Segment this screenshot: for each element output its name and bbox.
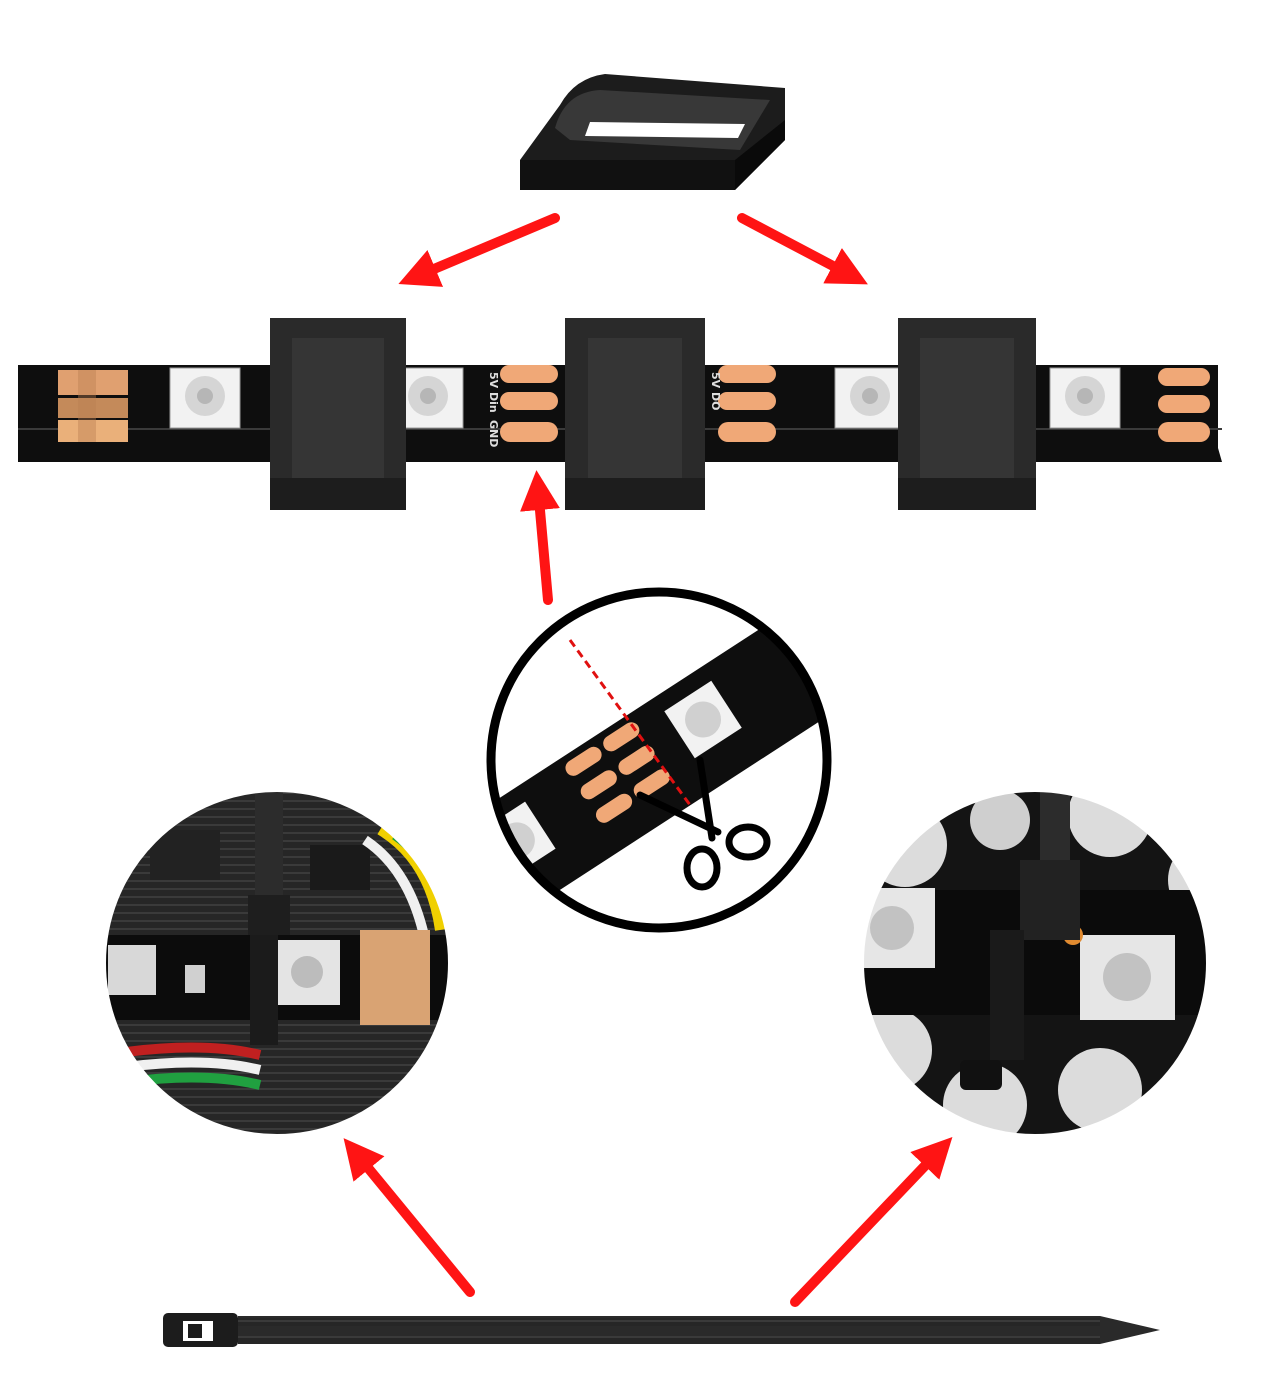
label-ground: GND [487, 420, 500, 447]
arrow-icon [790, 1136, 953, 1307]
solder-pads [500, 365, 1210, 442]
scissors-icon [636, 756, 771, 891]
cut-line [568, 639, 692, 806]
label-supply-in: 5V Din [487, 372, 500, 413]
led-chip [169, 367, 241, 429]
arrows [343, 213, 953, 1307]
plate-mount-right [862, 790, 1208, 1136]
cable-tie-icon [163, 1313, 1160, 1347]
strip-clip [898, 318, 1036, 510]
solder-pads [58, 370, 128, 442]
label-supply-out: 5V DO [709, 372, 722, 410]
led-chip [834, 367, 906, 429]
led-strip: 5V Din GND 5V DO [18, 318, 1222, 510]
arrow-icon [520, 470, 560, 605]
arrow-icon [398, 213, 560, 287]
arrow-icon [737, 213, 868, 285]
clip-icon [520, 74, 785, 190]
strip-clip [270, 318, 406, 510]
led-chip [1049, 367, 1121, 429]
arrow-icon [343, 1138, 475, 1297]
cut-detail-circle [486, 587, 832, 933]
strip-clip [565, 318, 705, 510]
board-mount-left [104, 790, 450, 1136]
